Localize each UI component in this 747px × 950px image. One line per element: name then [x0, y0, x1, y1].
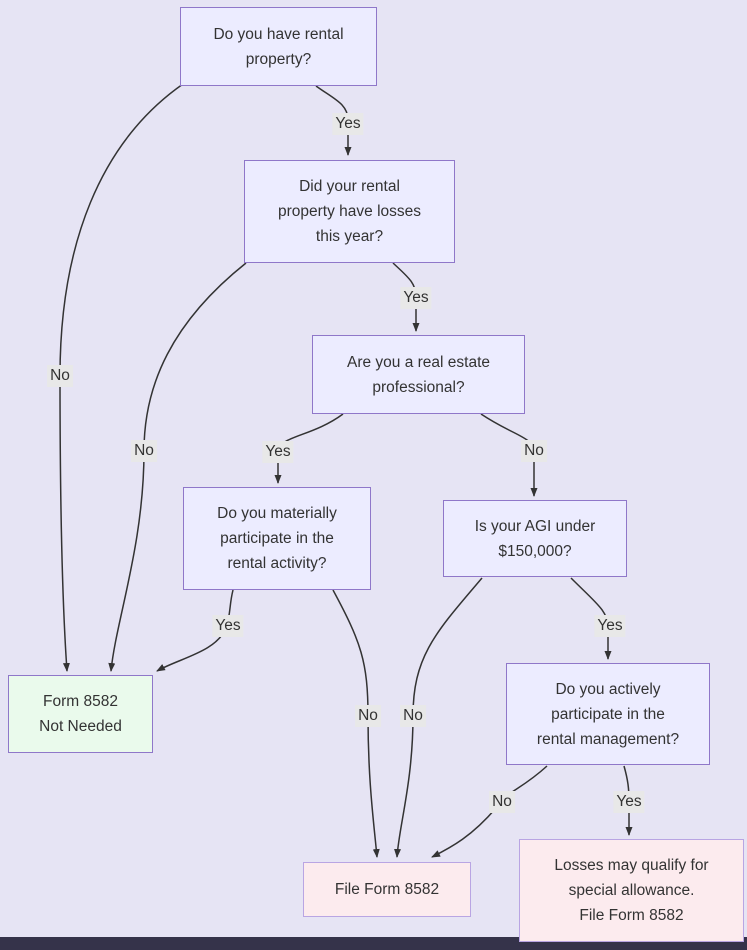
node-file-form-8582: File Form 8582: [303, 862, 471, 917]
node-materially-participate: Do you materially participate in the ren…: [183, 487, 371, 590]
edge-label-yes: Yes: [594, 615, 626, 637]
node-line: Losses may qualify for: [554, 857, 709, 874]
edge-label-yes: Yes: [332, 113, 364, 135]
node-line: Form 8582: [43, 693, 118, 710]
edge-label-yes: Yes: [613, 791, 645, 813]
node-line: rental management?: [536, 730, 680, 748]
edge-b-f: [108, 262, 247, 672]
edge-label-yes: Yes: [212, 615, 244, 637]
node-have-rental-property: Do you have rental property?: [180, 7, 377, 86]
node-line: File Form 8582: [334, 881, 440, 898]
node-line: Do you have rental: [213, 25, 344, 43]
node-line: property?: [245, 50, 312, 68]
node-form-8582-not-needed: Form 8582 Not Needed: [8, 675, 153, 753]
edge-label-no: No: [47, 365, 73, 387]
node-line: participate in the: [220, 530, 334, 547]
node-line: participate in the: [551, 705, 665, 723]
node-line: File Form 8582: [579, 907, 684, 924]
node-special-allowance: Losses may qualify for special allowance…: [519, 839, 744, 942]
node-line: $150,000?: [498, 542, 572, 560]
node-line: professional?: [372, 378, 465, 396]
edge-label-no: No: [521, 440, 547, 462]
node-line: this year?: [315, 228, 384, 245]
edge-label-yes: Yes: [262, 441, 294, 463]
node-line: Not Needed: [39, 718, 122, 735]
node-line: Are you a real estate: [346, 353, 491, 371]
node-line: special allowance.: [568, 882, 695, 899]
edge-label-no: No: [131, 440, 157, 462]
node-line: Do you materially: [217, 505, 337, 522]
node-actively-participate: Do you actively participate in the renta…: [506, 663, 710, 765]
edge-label-no: No: [489, 791, 515, 813]
node-line: property have losses: [277, 203, 422, 220]
node-line: rental activity?: [227, 555, 327, 572]
node-line: Do you actively: [555, 680, 661, 698]
node-line: Is your AGI under: [474, 517, 596, 535]
node-real-estate-professional: Are you a real estate professional?: [312, 335, 525, 414]
edge-label-no: No: [355, 705, 381, 727]
edge-a-f: [59, 83, 184, 672]
node-property-losses: Did your rental property have losses thi…: [244, 160, 455, 263]
edge-label-no: No: [400, 705, 426, 727]
node-line: Did your rental: [299, 178, 400, 195]
edge-label-yes: Yes: [400, 287, 432, 309]
node-agi-under-150k: Is your AGI under $150,000?: [443, 500, 627, 577]
